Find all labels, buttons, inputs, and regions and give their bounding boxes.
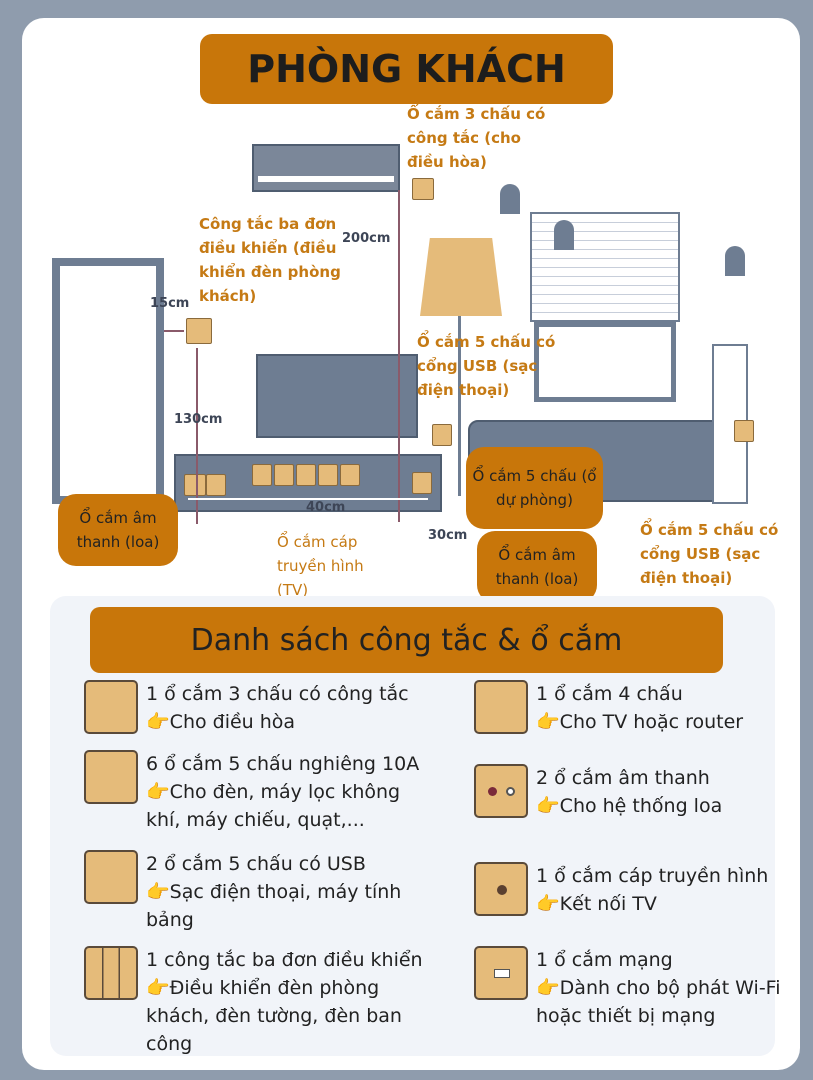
list-item: 1 công tắc ba đơn điều khiển 👉Điều khiển… — [84, 946, 434, 1058]
cabinet-socket — [252, 464, 272, 486]
item-title: 1 công tắc ba đơn điều khiển — [146, 949, 423, 971]
tv-cable-socket-icon — [474, 862, 528, 916]
pointing-hand-icon: 👉 — [536, 711, 560, 733]
floor-lamp-shade — [420, 238, 502, 316]
pointing-hand-icon: 👉 — [146, 881, 170, 903]
dim-130cm: 130cm — [174, 412, 223, 427]
dim-30cm: 30cm — [428, 528, 468, 543]
label-ac-socket: Ổ cắm 3 chấu có công tắc (cho điều hòa) — [407, 105, 546, 171]
ac-socket — [412, 178, 434, 200]
audio-socket-icon — [474, 764, 528, 818]
socket-4pin-icon — [474, 680, 528, 734]
pendant-lamp — [554, 220, 574, 250]
item-title: 1 ổ cắm mạng — [536, 949, 673, 971]
pointing-hand-icon: 👉 — [536, 893, 560, 915]
socket-3pin-switch-icon — [84, 680, 138, 734]
list-item: 2 ổ cắm 5 chấu có USB 👉Sạc điện thoại, m… — [84, 850, 434, 934]
item-desc: Cho hệ thống loa — [559, 795, 723, 817]
dim-15cm: 15cm — [150, 296, 190, 311]
cabinet-socket — [274, 464, 294, 486]
bubble-audio-right: Ổ cắm âm thanh (loa) — [477, 531, 597, 603]
cabinet-socket — [206, 474, 226, 496]
cabinet-socket — [318, 464, 338, 486]
pointing-hand-icon: 👉 — [536, 977, 560, 999]
list-item: 1 ổ cắm mạng 👉Dành cho bộ phát Wi-Fi hoặ… — [474, 946, 784, 1030]
label-triple-switch: Công tắc ba đơn điều khiển (điều khiển đ… — [199, 215, 341, 305]
item-desc: Kết nối TV — [559, 893, 657, 915]
floor-lamp-pole — [458, 316, 461, 496]
window — [534, 322, 676, 402]
list-item: 6 ổ cắm 5 chấu nghiêng 10A 👉Cho đèn, máy… — [84, 750, 434, 834]
item-desc: Cho đèn, máy lọc không khí, máy chiếu, q… — [146, 781, 401, 831]
list-item: 1 ổ cắm 3 chấu có công tắc 👉Cho điều hòa — [84, 680, 434, 736]
window-blind — [530, 212, 680, 322]
network-socket-icon — [474, 946, 528, 1000]
item-desc: Cho điều hòa — [169, 711, 296, 733]
bubble-audio-left: Ổ cắm âm thanh (loa) — [58, 494, 178, 566]
item-title: 1 ổ cắm 3 chấu có công tắc — [146, 683, 409, 705]
label-usb-socket-mid: Ổ cắm 5 chấu có cổng USB (sạc điện thoại… — [417, 333, 556, 399]
pendant-lamp — [500, 184, 520, 214]
dim-40cm: 40cm — [306, 500, 346, 515]
dimension-line-40 — [188, 498, 428, 500]
tv — [256, 354, 418, 438]
column-usb-socket — [734, 420, 754, 442]
air-conditioner — [252, 144, 400, 192]
pointing-hand-icon: 👉 — [146, 781, 170, 803]
item-title: 1 ổ cắm cáp truyền hình — [536, 865, 769, 887]
door — [52, 258, 164, 504]
socket-usb-icon — [84, 850, 138, 904]
page-title: PHÒNG KHÁCH — [200, 34, 613, 104]
list-item: 2 ổ cắm âm thanh 👉Cho hệ thống loa — [474, 764, 784, 820]
dimension-line-200 — [398, 190, 400, 522]
item-title: 2 ổ cắm âm thanh — [536, 767, 710, 789]
dimension-line-15 — [164, 330, 184, 332]
cabinet-socket — [340, 464, 360, 486]
bubble-spare: Ổ cắm 5 chấu (ổ dự phòng) — [466, 447, 603, 529]
dimension-line-130 — [196, 348, 198, 524]
cabinet-socket — [412, 472, 432, 494]
socket-5pin-icon — [84, 750, 138, 804]
pointing-hand-icon: 👉 — [146, 977, 170, 999]
item-desc: Sạc điện thoại, máy tính bảng — [146, 881, 402, 931]
item-title: 6 ổ cắm 5 chấu nghiêng 10A — [146, 753, 420, 775]
triple-switch — [186, 318, 212, 344]
list-heading: Danh sách công tắc & ổ cắm — [90, 607, 723, 673]
item-desc: Cho TV hoặc router — [559, 711, 744, 733]
ac-vent — [258, 176, 394, 182]
pointing-hand-icon: 👉 — [536, 795, 560, 817]
item-desc: Điều khiển đèn phòng khách, đèn tường, đ… — [146, 977, 402, 1055]
item-title: 2 ổ cắm 5 chấu có USB — [146, 853, 366, 875]
list-item: 1 ổ cắm 4 chấu 👉Cho TV hoặc router — [474, 680, 784, 736]
list-item: 1 ổ cắm cáp truyền hình 👉Kết nối TV — [474, 862, 784, 918]
label-tv-cable: Ổ cắm cáp truyền hình (TV) — [277, 533, 364, 599]
cabinet-socket — [296, 464, 316, 486]
dim-200cm: 200cm — [342, 231, 391, 246]
pendant-lamp — [725, 246, 745, 276]
cabinet-socket — [184, 474, 206, 496]
label-usb-socket-right: Ổ cắm 5 chấu có cổng USB (sạc điện thoại… — [640, 521, 779, 587]
item-desc: Dành cho bộ phát Wi-Fi hoặc thiết bị mạn… — [536, 977, 781, 1027]
pointing-hand-icon: 👉 — [146, 711, 170, 733]
triple-switch-icon — [84, 946, 138, 1000]
item-title: 1 ổ cắm 4 chấu — [536, 683, 683, 705]
wall-usb-socket — [432, 424, 452, 446]
